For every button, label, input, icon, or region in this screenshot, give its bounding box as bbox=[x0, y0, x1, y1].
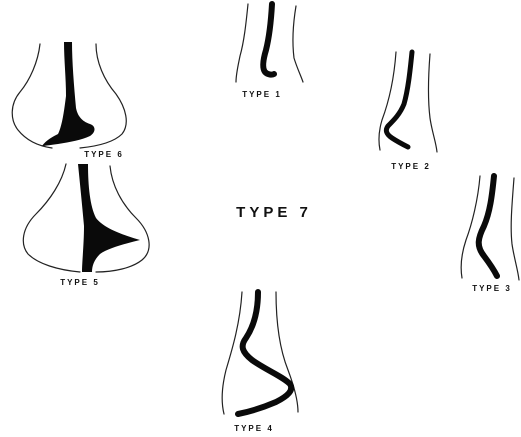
figure-type-4: TYPE 4 bbox=[222, 292, 298, 433]
type-5-label: TYPE 5 bbox=[60, 278, 100, 287]
type-1-label: TYPE 1 bbox=[242, 90, 282, 99]
center-title: TYPE 7 bbox=[236, 204, 312, 221]
type-5-tooth-outline-right bbox=[96, 166, 149, 272]
figure-type-5: TYPE 5 bbox=[23, 164, 149, 287]
type-2-label: TYPE 2 bbox=[391, 162, 431, 171]
type-5-tooth-outline-left bbox=[23, 164, 80, 272]
figure-type-2: TYPE 2 bbox=[379, 52, 437, 171]
figure-type-1: TYPE 1 bbox=[236, 4, 303, 99]
type-3-tooth-outline-right bbox=[511, 178, 519, 280]
type-6-label: TYPE 6 bbox=[84, 150, 124, 159]
figure-type-3: TYPE 3 bbox=[461, 176, 519, 293]
type-3-canal bbox=[479, 176, 497, 276]
type-1-canal bbox=[263, 4, 274, 75]
type-1-tooth-outline-left bbox=[236, 4, 248, 82]
type-4-canal bbox=[238, 292, 291, 414]
type-3-label: TYPE 3 bbox=[472, 284, 512, 293]
type-2-canal bbox=[386, 52, 412, 147]
type-3-tooth-outline-left bbox=[461, 176, 480, 278]
type-6-canal bbox=[42, 42, 95, 146]
type-1-tooth-outline-right bbox=[293, 6, 303, 82]
type-2-tooth-outline-right bbox=[429, 54, 438, 152]
type-4-label: TYPE 4 bbox=[234, 424, 274, 433]
type-5-canal bbox=[78, 164, 140, 272]
type-4-tooth-outline-left bbox=[222, 292, 242, 414]
figure-type-6: TYPE 6 bbox=[12, 42, 126, 159]
type-6-tooth-outline-left bbox=[12, 44, 52, 148]
